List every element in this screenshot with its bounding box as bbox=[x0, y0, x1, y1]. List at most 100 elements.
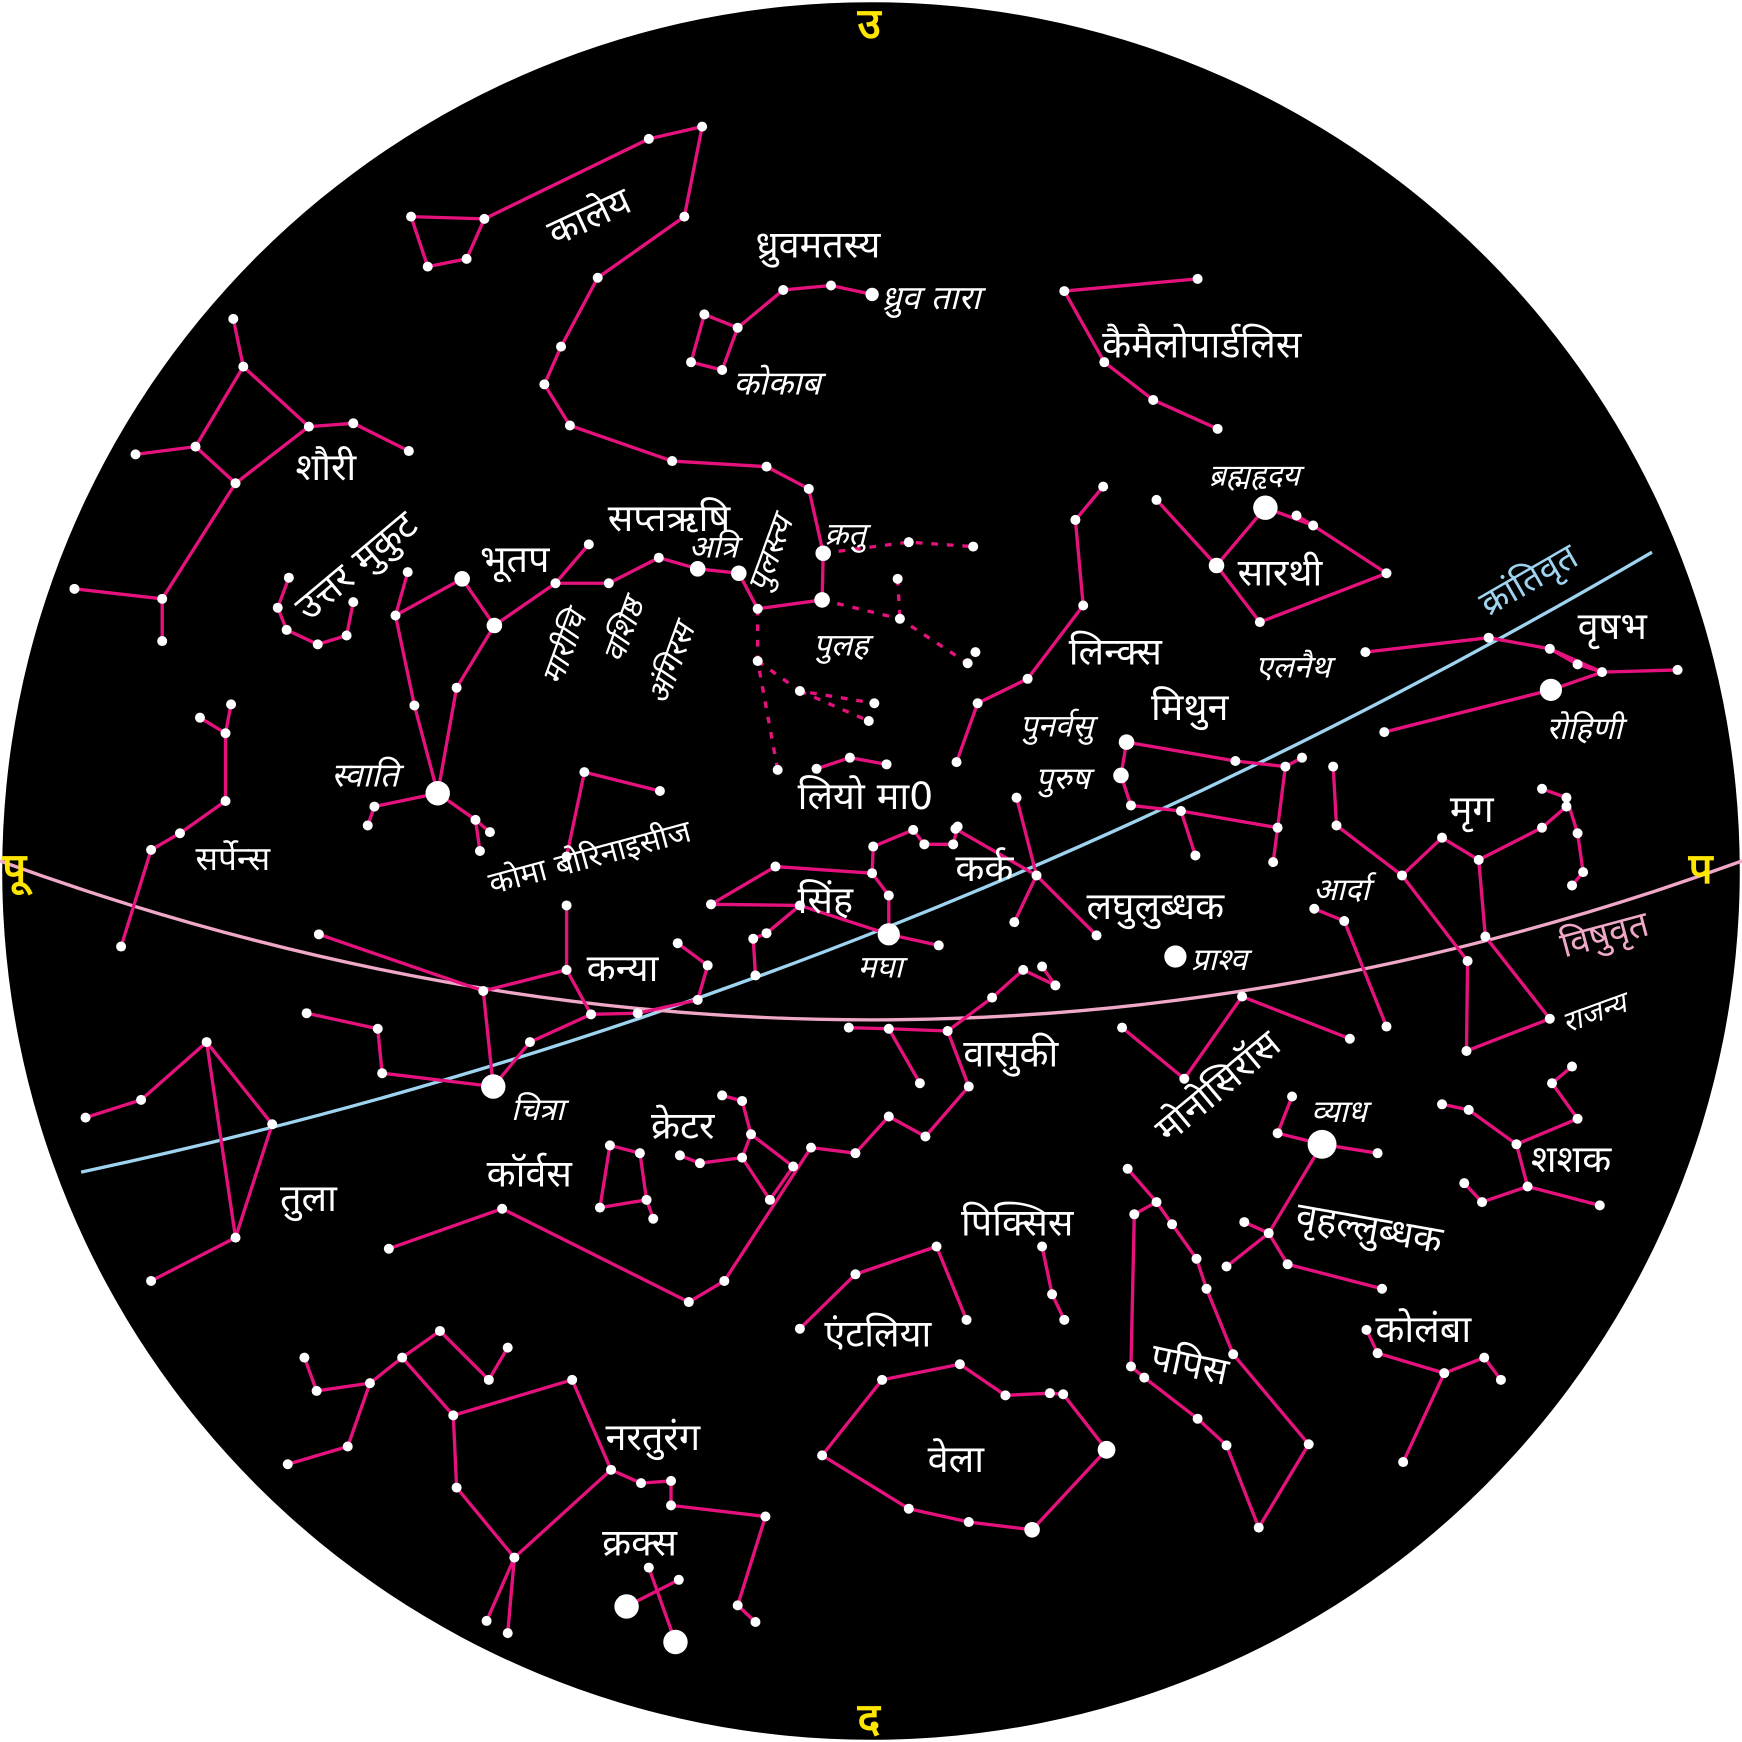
ursa-minor-lines bbox=[689, 283, 874, 372]
star-dot bbox=[1561, 801, 1572, 812]
star-dot bbox=[130, 449, 141, 460]
label-ursa-major: सप्तऋषि bbox=[608, 496, 732, 540]
star-dot bbox=[679, 211, 690, 222]
star-dot bbox=[666, 1500, 677, 1511]
star-dot bbox=[1221, 1261, 1232, 1272]
bootes-lines bbox=[393, 542, 591, 628]
star-dot bbox=[606, 1464, 617, 1475]
star-dot bbox=[1122, 1163, 1133, 1174]
virgo-lines bbox=[564, 968, 593, 1016]
star-dot bbox=[770, 861, 781, 872]
star-dot bbox=[228, 313, 239, 324]
star-dot bbox=[653, 552, 664, 563]
centaurus-lines bbox=[451, 1413, 613, 1560]
star-dot bbox=[794, 686, 805, 697]
star-dot bbox=[1479, 1352, 1490, 1363]
star-dot bbox=[1058, 1389, 1069, 1400]
star-dot bbox=[451, 682, 462, 693]
star-dot bbox=[1151, 1197, 1162, 1208]
star-dot bbox=[1544, 1013, 1555, 1024]
star-dot bbox=[1282, 1259, 1293, 1270]
star-dot bbox=[748, 933, 759, 944]
label-hercules: शौरी bbox=[296, 445, 358, 489]
star-dot bbox=[697, 121, 708, 132]
star-dot bbox=[1151, 494, 1162, 505]
star-castor bbox=[1113, 767, 1129, 784]
star-dot bbox=[869, 698, 880, 709]
star-dot bbox=[920, 1131, 931, 1142]
star-dot bbox=[281, 624, 292, 635]
star-dot bbox=[1031, 870, 1042, 881]
label-leo-minor: लियो मा0 bbox=[798, 774, 933, 818]
star-dot bbox=[1463, 1104, 1474, 1115]
label-crater: क्रेटर bbox=[651, 1104, 716, 1148]
star-dot bbox=[422, 261, 433, 272]
star-dot bbox=[1597, 667, 1608, 678]
star-dot bbox=[1572, 1113, 1583, 1124]
star-dot bbox=[1567, 880, 1578, 891]
star-dot bbox=[1361, 1324, 1372, 1335]
star-dot bbox=[673, 1574, 684, 1585]
star-dot bbox=[1339, 915, 1350, 926]
star-dot bbox=[583, 539, 594, 550]
label-pollux: पुनर्वसु bbox=[1020, 709, 1099, 746]
star-dot bbox=[772, 764, 783, 775]
star-dot bbox=[1483, 632, 1494, 643]
corona-borealis-lines bbox=[276, 576, 355, 647]
star-dot bbox=[1230, 756, 1241, 767]
label-antlia: एंटलिया bbox=[824, 1311, 932, 1355]
star-dot bbox=[1221, 1440, 1232, 1451]
star-dot bbox=[470, 814, 481, 825]
star-dot bbox=[948, 839, 959, 850]
star-dot bbox=[409, 700, 420, 711]
label-auriga: सारथी bbox=[1238, 550, 1324, 594]
star-dot bbox=[750, 1617, 761, 1628]
star-dot bbox=[717, 364, 728, 375]
star-dot bbox=[970, 647, 981, 658]
star-dot bbox=[539, 379, 550, 390]
star-dot bbox=[850, 1148, 861, 1159]
label-leo: सिंह bbox=[798, 878, 854, 922]
star-dot bbox=[732, 1600, 743, 1611]
star-dot bbox=[157, 593, 168, 604]
star-dot bbox=[1009, 917, 1020, 928]
star-dot bbox=[667, 456, 678, 467]
star-dot bbox=[484, 827, 495, 838]
star-dot bbox=[1480, 931, 1491, 942]
label-kratu: क्रतु bbox=[824, 516, 871, 553]
star-dot bbox=[301, 1008, 312, 1019]
star-dot bbox=[641, 1194, 652, 1205]
centaurus-lines bbox=[484, 1555, 517, 1623]
star-dot bbox=[1537, 783, 1548, 794]
star-dot bbox=[702, 960, 713, 971]
columba-lines bbox=[1401, 1371, 1446, 1464]
star-dot bbox=[750, 970, 761, 981]
west-label: प bbox=[1688, 844, 1715, 893]
star-dot bbox=[594, 1202, 605, 1213]
star-dot bbox=[80, 1112, 91, 1123]
star-dot bbox=[1522, 1181, 1533, 1192]
star-dot bbox=[1037, 1241, 1048, 1252]
ursa-major-dotted-lines bbox=[895, 578, 902, 619]
star-dot bbox=[1050, 980, 1061, 991]
star-dot bbox=[933, 940, 944, 951]
star-dot bbox=[761, 461, 772, 472]
star-dot bbox=[1000, 1390, 1011, 1401]
label-lynx: लिन्क्स bbox=[1069, 629, 1164, 673]
star-dot bbox=[717, 1090, 728, 1101]
star-dot bbox=[903, 537, 914, 548]
star-dot bbox=[794, 1323, 805, 1334]
star-dot bbox=[502, 1342, 513, 1353]
lynx-lines bbox=[954, 484, 1105, 764]
star-dot bbox=[752, 603, 763, 614]
star-dot bbox=[1372, 1348, 1383, 1359]
star-dot bbox=[788, 1161, 799, 1172]
star-dot bbox=[364, 1378, 375, 1389]
star-dot bbox=[451, 1482, 462, 1493]
label-canis-minor: लघुलुब्धक bbox=[1087, 884, 1226, 930]
star-dot bbox=[461, 253, 472, 264]
star-dot bbox=[267, 1119, 278, 1130]
star-dot bbox=[1360, 647, 1371, 658]
star-aldebaran bbox=[1539, 678, 1563, 702]
